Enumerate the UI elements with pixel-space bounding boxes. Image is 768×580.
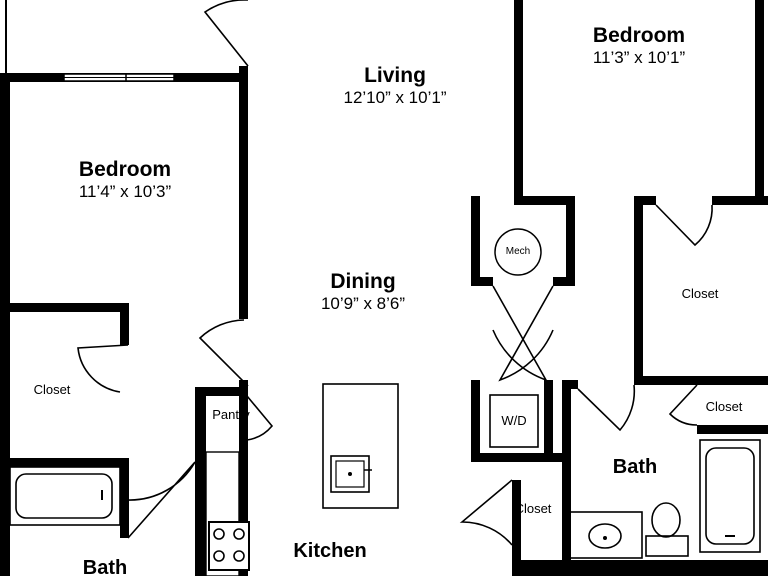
wall-left-bedroom-right <box>239 73 248 319</box>
kitchen-label: Kitchen <box>293 540 367 562</box>
wall-kitchen-divider <box>239 380 248 576</box>
living-label: Living 12’10” x 10’1” <box>290 64 500 108</box>
door-closet-small <box>668 384 698 426</box>
wall-bath-right-top <box>562 380 578 389</box>
wall-closet-small-bottom <box>697 425 768 434</box>
wall-mech-bottom-right <box>553 277 575 286</box>
door-closet-center <box>459 479 513 546</box>
vanity-right <box>568 511 643 559</box>
wall-closet-right-left <box>634 196 643 384</box>
toilet-icon <box>651 502 681 538</box>
wall-wd-bottom <box>471 453 571 462</box>
door-bath-right <box>577 384 636 432</box>
bathtub-right <box>699 439 761 553</box>
stove-icon <box>208 521 250 571</box>
bedroom-left-dims: 11’4” x 10’3” <box>78 182 172 202</box>
door-left-bedroom <box>198 319 249 387</box>
living-dims: 12’10” x 10’1” <box>343 88 447 108</box>
door-closet-left <box>77 344 129 393</box>
door-entry <box>203 0 249 67</box>
dining-name: Dining <box>330 270 396 293</box>
door-bath-left <box>127 461 196 539</box>
wall-closet-center-right <box>512 480 521 576</box>
bedroom-right-dims: 11’3” x 10’1” <box>592 48 686 68</box>
wall-pantry-top <box>195 387 247 396</box>
washer-dryer-box <box>489 394 539 448</box>
closet-right-small-label: Closet <box>705 399 743 414</box>
bedroom-left-label: Bedroom 11’4” x 10’3” <box>20 158 230 202</box>
wall-wd-right <box>544 380 553 462</box>
kitchen-counter <box>205 451 240 576</box>
wall-bath-left-right <box>120 458 129 538</box>
bedroom-left-name: Bedroom <box>78 158 172 181</box>
pantry-label: Pantry <box>212 407 250 422</box>
wall-right-bedroom-left <box>514 0 523 205</box>
dining-label: Dining 10’9” x 8’6” <box>258 270 468 314</box>
wall-mech-right <box>566 196 575 286</box>
door-mech-a <box>492 285 548 382</box>
sink-icon <box>330 455 370 493</box>
wall-bath-right-bottom <box>512 560 768 576</box>
wall-right-bedroom-bottom-right <box>634 196 656 205</box>
wall-closet-right-bottom <box>634 376 768 385</box>
wall-wd-left <box>471 380 480 462</box>
sink-right-icon <box>588 523 622 549</box>
wall-left-bedroom-bottom <box>0 303 128 312</box>
wall-right-bedroom-bottom-far <box>712 196 768 205</box>
bathtub-left <box>9 466 121 526</box>
door-closet-right <box>655 204 713 247</box>
mech-label: Mech <box>505 246 531 257</box>
wall-pantry-left <box>195 387 206 576</box>
bedroom-right-label: Bedroom 11’3” x 10’1” <box>534 24 744 68</box>
door-mech-b <box>498 285 554 382</box>
wall-entry-stub <box>239 66 248 80</box>
wall-right-outer <box>755 0 764 205</box>
wall-mech-left <box>471 196 480 286</box>
door-pantry <box>246 395 274 441</box>
wall-mech-bottom-left <box>471 277 493 286</box>
living-name: Living <box>364 64 426 87</box>
washer-dryer-label: W/D <box>501 413 527 428</box>
wall-bath-right-left <box>562 380 571 576</box>
mech-unit <box>494 228 542 276</box>
bedroom-right-name: Bedroom <box>592 24 686 47</box>
wall-closet-left-right <box>120 303 129 345</box>
closet-left-label: Closet <box>33 382 71 397</box>
bath-left-label: Bath <box>82 557 128 579</box>
wall-closet-left-bottom <box>0 458 128 467</box>
kitchen-island <box>322 383 399 509</box>
closet-right-upper-label: Closet <box>681 286 719 301</box>
wall-right-bedroom-bottom-left <box>514 196 574 205</box>
bath-right-label: Bath <box>612 456 658 478</box>
closet-center-label: Closet <box>514 501 552 516</box>
wall-left-outer <box>0 80 10 576</box>
dining-dims: 10’9” x 8’6” <box>320 294 406 314</box>
